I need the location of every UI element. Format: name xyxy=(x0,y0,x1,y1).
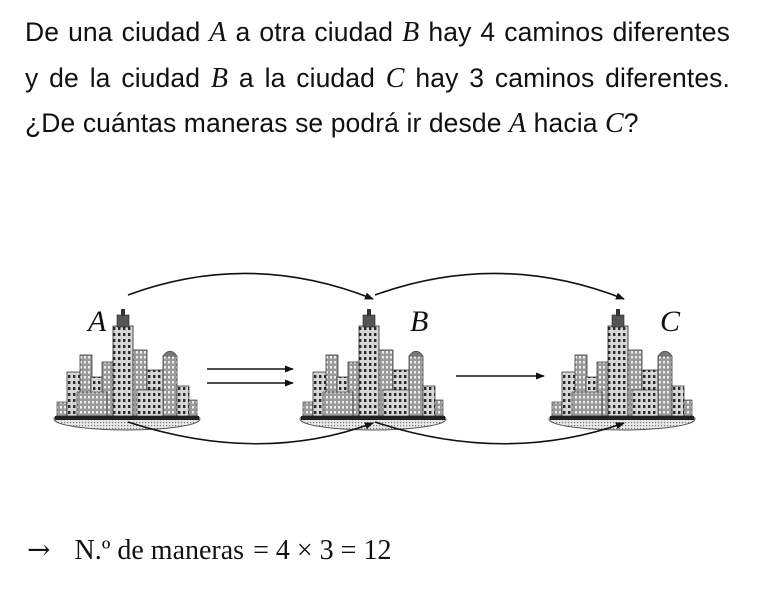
city-variable-c: C xyxy=(605,108,624,139)
paths-a-to-b xyxy=(127,272,374,445)
problem-text: hacia xyxy=(526,108,605,138)
problem-text: hay 4 caminos diferentes y de la ciudad xyxy=(25,17,730,93)
paths-b-to-c xyxy=(374,272,625,445)
path-b-c-3 xyxy=(374,421,625,445)
problem-statement: De una ciudad A a otra ciudad B hay 4 ca… xyxy=(25,10,730,147)
path-a-b-1 xyxy=(127,272,374,300)
problem-text: a otra ciudad xyxy=(226,17,403,47)
city-label-a: A xyxy=(86,305,107,338)
path-b-c-1 xyxy=(374,272,625,300)
city-variable-a: A xyxy=(509,108,527,139)
city-label-b: B xyxy=(410,305,428,338)
problem-text: a la ciudad xyxy=(228,62,386,93)
arrow-icon: → xyxy=(27,533,51,566)
problem-text: ? xyxy=(623,108,639,138)
answer-label: N.º de maneras xyxy=(74,535,245,566)
city-variable-c: C xyxy=(385,62,405,94)
city-label-c: C xyxy=(660,305,681,338)
city-variable-b: B xyxy=(210,62,229,94)
answer-formula: = 4 × 3 = 12 xyxy=(246,535,392,566)
problem-text: De una ciudad xyxy=(25,17,210,47)
city-a-image xyxy=(53,308,201,431)
path-a-b-4 xyxy=(127,421,374,445)
route-diagram: A B C xyxy=(53,272,696,445)
city-variable-b: B xyxy=(402,17,420,48)
problem-text: hay 3 caminos diferentes. ¿De cuántas ma… xyxy=(25,62,730,139)
answer-line: → N.º de maneras = 4 × 3 = 12 xyxy=(27,533,391,567)
city-variable-a: A xyxy=(209,17,227,48)
